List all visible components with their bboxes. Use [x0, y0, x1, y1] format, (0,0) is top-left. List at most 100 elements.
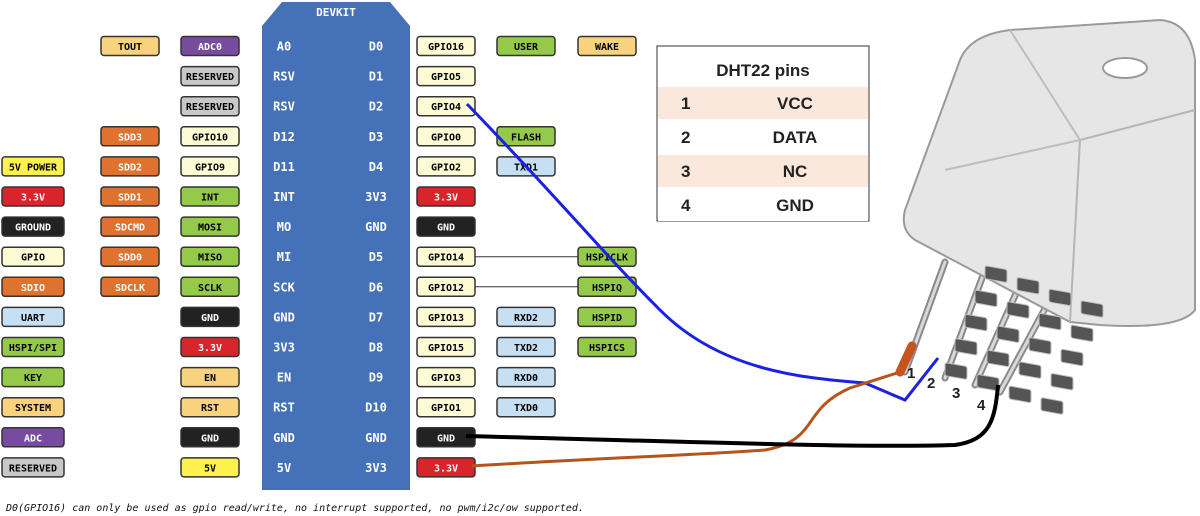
table-pin-function: VCC — [777, 94, 813, 113]
legend-hspi-spi: HSPI/SPI — [1, 336, 65, 358]
left-label-sdd3-3: SDD3 — [100, 126, 160, 147]
right-label-txd2-10-text: TXD2 — [514, 343, 538, 354]
grille-slot — [976, 374, 1000, 392]
right-label-gpio2-4-box — [416, 156, 476, 177]
board-pin-right-3v3: 3V3 — [365, 190, 387, 204]
left-label-miso-7: MISO — [180, 246, 240, 267]
wires — [465, 102, 1000, 468]
legend-adc: ADC — [1, 427, 65, 448]
right-label-3-3v-14-box — [416, 457, 476, 478]
right-label-gpio15-10-box — [416, 336, 476, 358]
legend-5v-power-box — [1, 156, 65, 177]
right-label-wake-0-text: WAKE — [595, 42, 619, 53]
table-row-1 — [658, 87, 868, 119]
ground-wire — [465, 384, 1000, 448]
grille-slot — [944, 362, 968, 380]
legend-sdio: SDIO — [1, 276, 65, 298]
legend-hspi-spi-box — [1, 336, 65, 358]
left-label-3-3v-10-box — [180, 336, 240, 358]
right-label-hspiq-8-text: HSPIQ — [592, 283, 622, 294]
left-label-5v-14-box — [180, 457, 240, 478]
right-label-hspid-9-text: HSPID — [592, 313, 622, 324]
board-pin-left-gnd: GND — [273, 431, 295, 445]
left-label-reserved-1-text: RESERVED — [186, 72, 234, 83]
right-label-3-3v-5-text: 3.3V — [434, 193, 458, 204]
legend-gpio-text: GPIO — [21, 253, 45, 264]
sensor-body — [902, 18, 1196, 327]
board-pin-right-d0: D0 — [369, 40, 383, 54]
left-label-tout-0-box — [100, 35, 160, 57]
left-label-sdd0-7: SDD0 — [100, 246, 160, 267]
left-label-gpio10-3-box — [180, 126, 240, 147]
right-label-gpio16-0-box — [416, 35, 476, 57]
legend-reserved-text: RESERVED — [9, 463, 57, 474]
left-label-en-11: EN — [180, 366, 240, 388]
right-label-gnd-6-box — [416, 216, 476, 237]
left-label-adc0-0: ADC0 — [180, 35, 240, 57]
lead-number-3: 3 — [952, 385, 960, 402]
left-label-sdd2-4-text: SDD2 — [118, 162, 142, 173]
right-label-user-0-box — [496, 35, 556, 57]
right-label-gnd-13-text: GND — [437, 433, 455, 444]
left-label-int-5-box — [180, 186, 240, 207]
footnote: D0(GPIO16) can only be used as gpio read… — [5, 503, 584, 514]
right-label-gpio15-10: GPIO15 — [416, 336, 476, 358]
right-label-gpio1-12: GPIO1 — [416, 396, 476, 418]
left-label-en-11-box — [180, 366, 240, 388]
legend: 5V POWER3.3VGROUNDGPIOSDIOUARTHSPI/SPIKE… — [1, 156, 65, 478]
right-label-rxd2-9: RXD2 — [496, 306, 556, 328]
right-label-gpio2-4-text: GPIO2 — [431, 162, 461, 173]
legend-sdio-text: SDIO — [21, 283, 45, 294]
right-label-hspid-9-box — [577, 306, 637, 328]
left-label-rst-12: RST — [180, 396, 240, 418]
right-label-rxd2-9-text: RXD2 — [514, 313, 538, 324]
left-label-gnd-13: GND — [180, 427, 240, 448]
right-label-gpio14-7: GPIO14 — [416, 246, 476, 267]
dht22-sensor: 1 2 3 4 — [901, 18, 1196, 415]
grille-slot — [1080, 300, 1104, 318]
legend-key-text: KEY — [24, 373, 42, 384]
grille-slot — [1048, 288, 1072, 307]
right-label-gpio14-7-text: GPIO14 — [428, 253, 464, 264]
left-label-gpio10-3-text: GPIO10 — [192, 132, 228, 143]
right-label-txd0-12-box — [496, 396, 556, 418]
board-pin-right-d1: D1 — [369, 70, 383, 84]
right-label-gpio12-8-text: GPIO12 — [428, 283, 464, 294]
grille-slot — [1006, 301, 1030, 319]
right-label-user-0: USER — [496, 35, 556, 57]
sensor-mount-hole — [1102, 57, 1148, 79]
right-label-hspics-10: HSPICS — [577, 336, 637, 358]
right-label-flash-3-text: FLASH — [511, 132, 541, 143]
right-label-gpio2-4: GPIO2 — [416, 156, 476, 177]
legend-uart: UART — [1, 306, 65, 328]
table-row-3 — [658, 155, 868, 187]
board-pin-right-d5: D5 — [369, 250, 383, 264]
grille-slot — [1028, 337, 1052, 355]
board-pin-left-d11: D11 — [273, 160, 295, 174]
grille-slot — [1038, 313, 1062, 331]
left-label-gnd-9-text: GND — [201, 313, 219, 324]
board-pin-left-rst: RST — [273, 401, 295, 415]
left-label-miso-7-box — [180, 246, 240, 267]
legend-system-text: SYSTEM — [15, 403, 51, 414]
right-label-hspics-10-box — [577, 336, 637, 358]
board-pin-left-3v3: 3V3 — [273, 341, 295, 355]
right-label-gpio1-12-box — [416, 396, 476, 418]
board-pin-right-gnd: GND — [365, 220, 387, 234]
left-label-sdd3-3-box — [100, 126, 160, 147]
right-label-rxd2-9-box — [496, 306, 556, 328]
left-label-rst-12-box — [180, 396, 240, 418]
legend-3-3v-box — [1, 186, 65, 207]
grille-slot — [1070, 324, 1094, 342]
left-label-reserved-2: RESERVED — [180, 95, 240, 117]
legend-reserved: RESERVED — [1, 457, 65, 478]
grille-slot — [1018, 361, 1042, 379]
left-label-sdcmd-6-box — [100, 216, 160, 237]
grille-slot — [984, 265, 1008, 283]
board-pin-left-5v: 5V — [277, 461, 291, 475]
right-label-hspiq-8: HSPIQ — [577, 276, 637, 298]
table-pin-number: 1 — [681, 94, 690, 113]
